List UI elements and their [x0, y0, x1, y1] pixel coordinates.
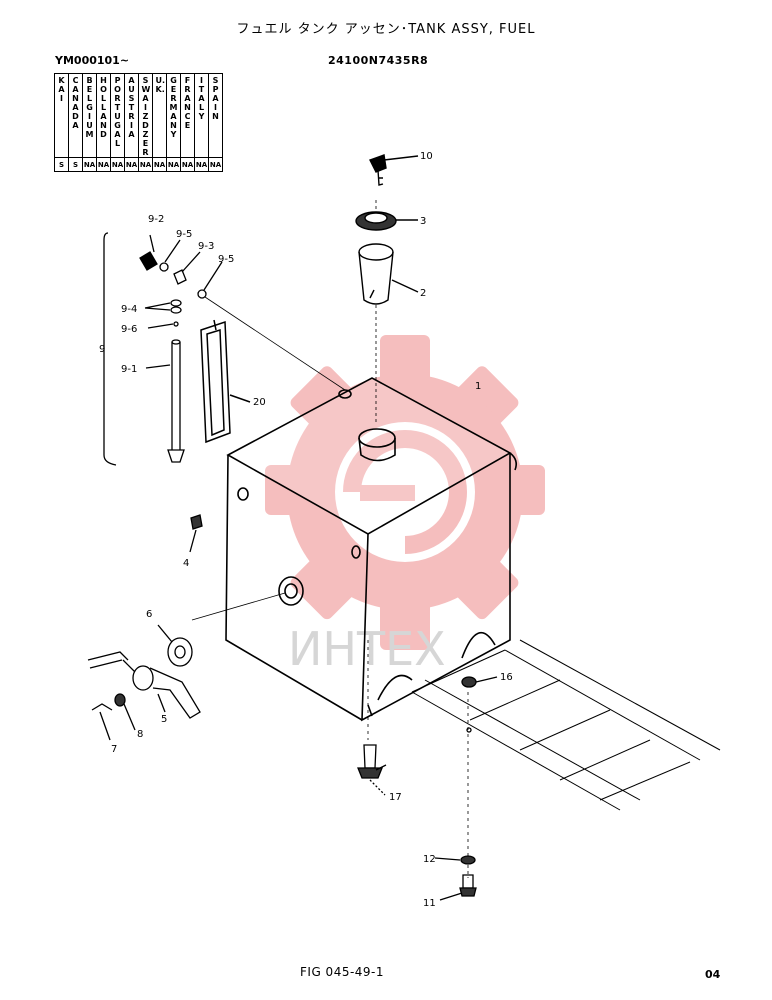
callout-1: 1	[475, 381, 481, 392]
drain-plug	[189, 514, 203, 553]
gauge-guard	[200, 319, 251, 444]
serial-range: YM000101~	[55, 54, 130, 67]
key-part	[369, 154, 419, 186]
fuel-tank	[225, 377, 517, 722]
country-availability-table: KAI CANADA BELGIUM HOLLAND PORTUGAL AUST…	[54, 73, 223, 172]
machine-frame	[411, 639, 721, 811]
callout-20: 20	[253, 397, 266, 408]
country-name: BELGIUM	[85, 76, 94, 139]
callout-10: 10	[420, 151, 433, 162]
availability-code: NA	[208, 157, 223, 172]
callout-4: 4	[183, 558, 189, 569]
country-names-row: KAI CANADA BELGIUM HOLLAND PORTUGAL AUST…	[54, 73, 223, 158]
callout-3: 3	[420, 216, 426, 227]
country-name: GERMANY	[169, 76, 178, 139]
country-name: CANADA	[72, 76, 79, 130]
figure-number: FIG 045-49-1	[300, 965, 385, 979]
watermark-gear-logo	[265, 335, 545, 650]
page-number: 04	[705, 968, 721, 981]
country-name: KAI	[58, 76, 65, 103]
callout-9-3: 9-3	[198, 241, 214, 252]
availability-code: NA	[110, 157, 125, 172]
filler-cap	[355, 211, 418, 231]
callout-6: 6	[146, 609, 152, 620]
mounting-hardware	[434, 855, 477, 901]
country-name: ITALY	[198, 76, 205, 121]
availability-code: NA	[138, 157, 153, 172]
callout-12: 12	[423, 854, 436, 865]
country-name: FRANCE	[184, 76, 191, 130]
page-title: フュエル タンク アッセン･TANK ASSY, FUEL	[236, 22, 536, 37]
country-codes-row: S S NA NA NA NA NA NA NA NA NA NA	[54, 157, 223, 172]
drain-valve	[357, 744, 387, 796]
fuel-sender-parts	[87, 624, 201, 741]
callout-2: 2	[420, 288, 426, 299]
callout-17: 17	[389, 792, 402, 803]
watermark-text: ИНТЕХ	[288, 622, 446, 676]
callout-9-2: 9-2	[148, 214, 164, 225]
country-name: HOLLAND	[100, 76, 107, 139]
level-gauge-parts	[103, 232, 223, 466]
callout-11: 11	[423, 898, 436, 909]
callout-9-4: 9-4	[121, 304, 137, 315]
callout-8: 8	[137, 729, 143, 740]
filler-pipe	[358, 243, 419, 305]
country-name: U.K.	[155, 76, 166, 94]
callout-7: 7	[111, 744, 117, 755]
assembly-part-number: 24100N7435R8	[328, 54, 429, 67]
country-name: SPAIN	[212, 76, 219, 121]
callout-9-5-lower: 9-5	[218, 254, 234, 265]
callout-9: 9	[99, 344, 105, 355]
callout-labels: 1 2 3 4 5 6 7 8 9 9-1 9-2 9-3 9-4 9-5 9-…	[99, 151, 513, 909]
country-name: SWAIZDZER	[141, 76, 151, 157]
callout-9-1: 9-1	[121, 364, 137, 375]
callout-5: 5	[161, 714, 167, 725]
leader-lines	[191, 200, 469, 878]
callout-16: 16	[500, 672, 513, 683]
country-name: PORTUGAL	[114, 76, 121, 148]
bushing-part	[461, 676, 498, 733]
callout-9-5-upper: 9-5	[176, 229, 192, 240]
country-name: AUSTRIA	[128, 76, 135, 139]
callout-9-6: 9-6	[121, 324, 137, 335]
